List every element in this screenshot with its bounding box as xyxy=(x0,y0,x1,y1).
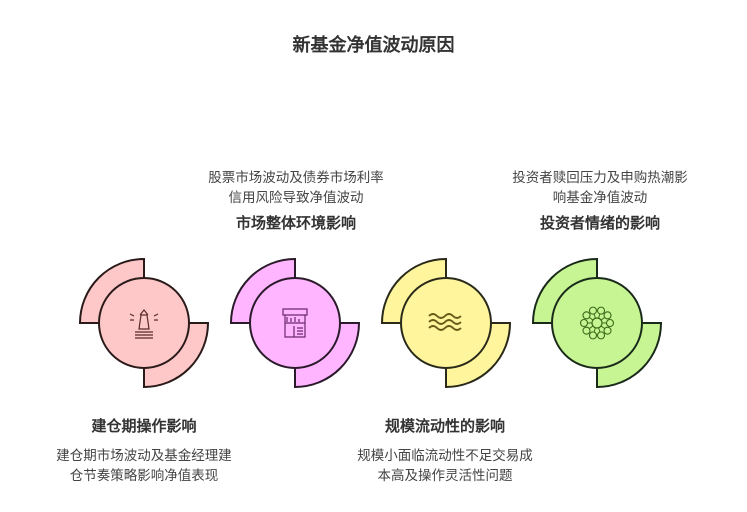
item-3-heading: 规模流动性的影响 xyxy=(384,417,505,435)
item-3-desc-line-1: 规模小面临流动性不足交易成 xyxy=(357,448,533,464)
item-2-desc-line-1: 股票市场波动及债券市场利率 xyxy=(208,170,384,186)
node-3 xyxy=(380,257,512,389)
node-4 xyxy=(531,257,663,389)
diagram-title: 新基金净值波动原因 xyxy=(292,35,455,56)
node-circle xyxy=(98,277,190,369)
item-2-desc-line-2: 信用风险导致净值波动 xyxy=(228,190,364,206)
item-4-desc-line-2: 响基金净值波动 xyxy=(552,190,648,206)
item-1-desc-line-2: 仓节奏策略影响净值表现 xyxy=(69,468,219,484)
node-circle xyxy=(400,277,492,369)
item-4-desc-line-1: 投资者赎回压力及申购热潮影 xyxy=(512,170,688,186)
item-2-heading: 市场整体环境影响 xyxy=(235,214,356,232)
node-1 xyxy=(78,257,210,389)
item-1-label: 建仓期操作影响 建仓期市场波动及基金经理建 仓节奏策略影响净值表现 xyxy=(24,415,264,486)
lighthouse-icon xyxy=(129,309,159,339)
node-2 xyxy=(229,257,361,389)
item-1-desc-line-1: 建仓期市场波动及基金经理建 xyxy=(56,448,232,464)
node-circle xyxy=(551,277,643,369)
network-icon xyxy=(579,306,615,340)
waves-icon xyxy=(428,313,462,331)
item-4-heading: 投资者情绪的影响 xyxy=(539,214,660,232)
item-1-heading: 建仓期操作影响 xyxy=(91,417,197,435)
item-3-label: 规模流动性的影响 规模小面临流动性不足交易成 本高及操作灵活性问题 xyxy=(325,415,565,486)
item-4-label: 投资者赎回压力及申购热潮影 响基金净值波动 投资者情绪的影响 xyxy=(480,168,720,233)
market-stall-icon xyxy=(282,308,308,338)
item-3-desc-line-2: 本高及操作灵活性问题 xyxy=(377,468,513,484)
item-2-label: 股票市场波动及债券市场利率 信用风险导致净值波动 市场整体环境影响 xyxy=(176,168,416,233)
